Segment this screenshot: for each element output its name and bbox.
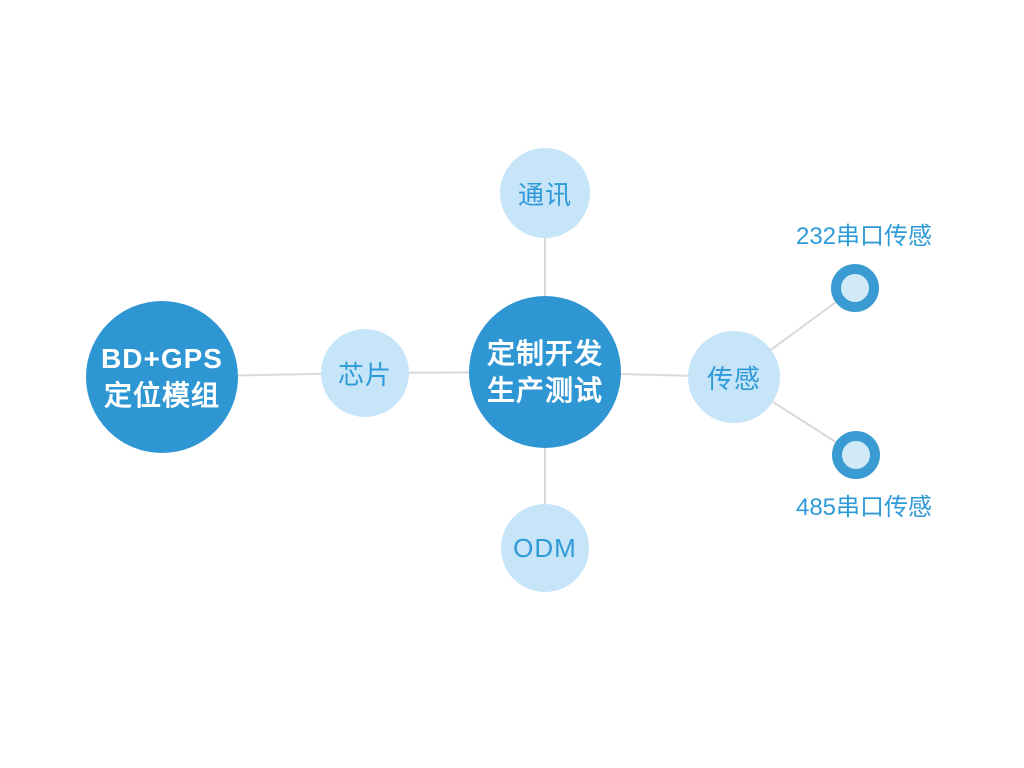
node-chip-label: 芯片 — [337, 359, 392, 390]
node-custom-dev-production-test: 定制开发 生产测试 — [469, 296, 621, 448]
node-communication: 通讯 — [500, 148, 590, 238]
node-bd-gps-module: BD+GPS 定位模组 — [86, 301, 238, 453]
ring-485-serial-sensor-icon — [832, 431, 880, 479]
node-chip: 芯片 — [321, 329, 409, 417]
node-custom-dev-line2: 生产测试 — [486, 375, 603, 406]
node-sensor: 传感 — [688, 331, 780, 423]
label-485-serial-sensor: 485串口传感 — [795, 494, 933, 521]
node-sensor-label: 传感 — [706, 363, 761, 394]
node-bd-gps-module-line2: 定位模组 — [103, 380, 220, 411]
label-232-serial-sensor: 232串口传感 — [795, 223, 933, 250]
node-communication-label: 通讯 — [517, 179, 572, 210]
node-odm: ODM — [501, 504, 589, 592]
node-custom-dev-line1: 定制开发 — [486, 338, 603, 369]
ring-232-serial-sensor-icon — [831, 264, 879, 312]
node-bd-gps-module-line1: BD+GPS — [101, 343, 223, 374]
node-odm-label: ODM — [513, 532, 577, 563]
